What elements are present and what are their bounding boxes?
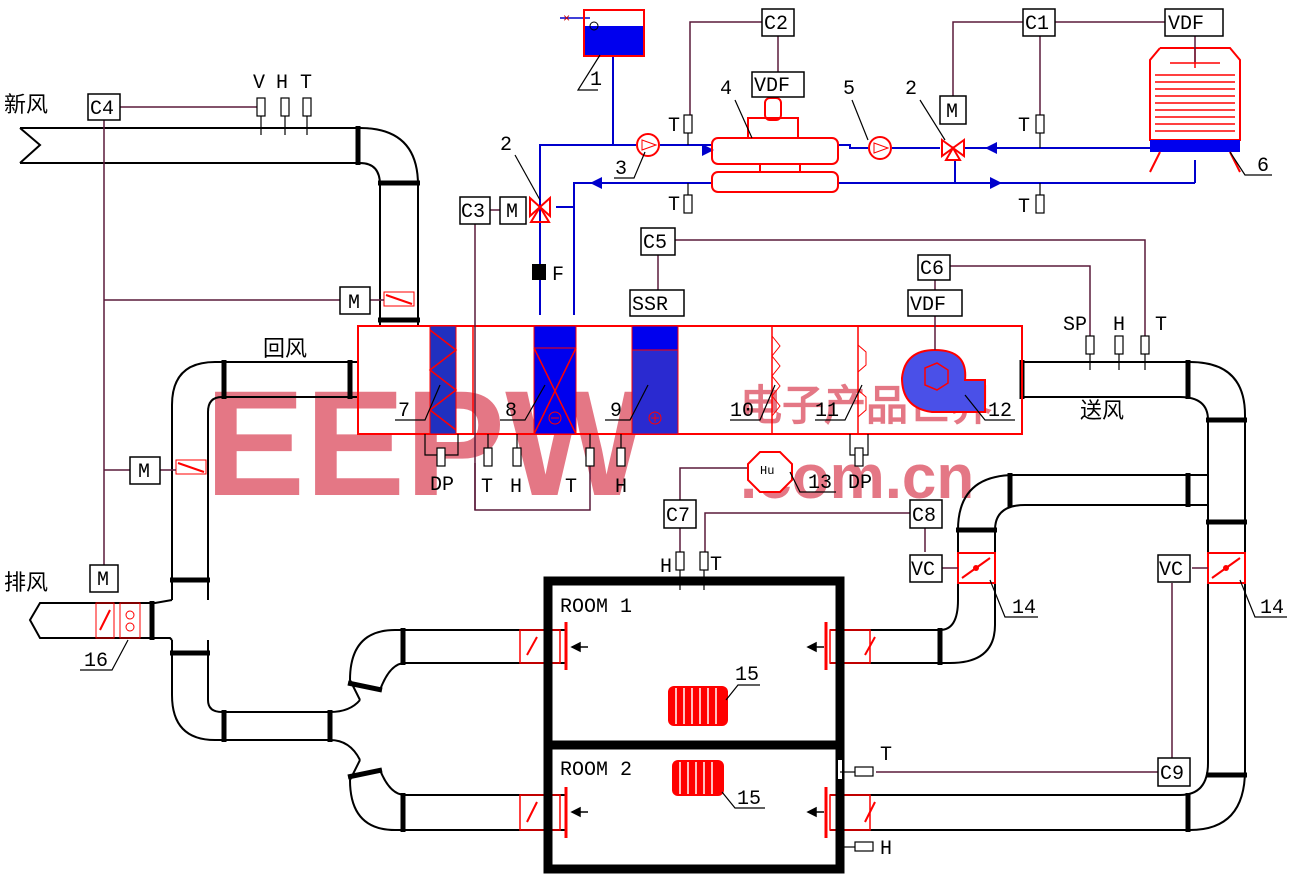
supply-air-label: 送风 <box>1080 399 1124 424</box>
sensor-t-mix: T <box>481 476 493 499</box>
callout-15-room1: 15 <box>735 664 759 687</box>
sensor-dp-fine-filter: DP <box>848 472 872 495</box>
c3-label: C3 <box>461 201 485 224</box>
three-way-valves <box>529 138 965 223</box>
callout-14-right: 14 <box>1260 597 1284 620</box>
air-handling-unit <box>357 316 1023 435</box>
c5-label: C5 <box>643 232 667 255</box>
vc-room1-label: VC <box>911 559 935 582</box>
callout-12: 12 <box>988 400 1012 423</box>
vdf-fan-label: VDF <box>910 294 946 317</box>
c7-label: C7 <box>666 505 690 528</box>
callout-8: 8 <box>505 400 517 423</box>
pumps <box>636 133 892 160</box>
m-return-damper-label: M <box>138 461 150 484</box>
sensor-t-return-water: T <box>668 194 680 217</box>
expansion-tank <box>583 9 645 57</box>
m-valve-right-label: M <box>946 101 958 124</box>
sensor-t-fresh: T <box>300 72 312 95</box>
vc-room2-label: VC <box>1159 559 1183 582</box>
c6-label: C6 <box>920 258 944 281</box>
callout-13: 13 <box>808 472 832 495</box>
room1-label: ROOM 1 <box>560 596 632 619</box>
fresh-air-label: 新风 <box>4 93 48 118</box>
sensor-h-room2: H <box>880 838 892 861</box>
dampers <box>95 291 415 639</box>
vdf-tower-label: VDF <box>1168 13 1204 36</box>
callout-14-left: 14 <box>1012 597 1036 620</box>
m-valve-left-label: M <box>506 201 518 224</box>
rooms <box>543 576 845 874</box>
sensor-h-supply: H <box>1113 314 1125 337</box>
sensors: V H T T T T T SP H T DP T H T H DP H T T… <box>253 72 1167 861</box>
m-fresh-damper-label: M <box>348 292 360 315</box>
supply-branch-room1 <box>830 473 1208 665</box>
sensor-h-mix: H <box>510 476 522 499</box>
water-pipes: × <box>539 12 1196 315</box>
fresh-air-duct <box>19 126 420 326</box>
vdf-chiller-label: VDF <box>754 75 790 98</box>
ssr-label: SSR <box>632 294 668 317</box>
c4-label: C4 <box>90 98 114 121</box>
sensor-t-supply: T <box>1155 314 1167 337</box>
control-wires <box>103 21 1208 773</box>
callout-9: 9 <box>610 400 622 423</box>
callouts: 1 2 3 4 5 2 6 7 8 9 10 11 12 13 14 14 15… <box>80 54 1287 811</box>
exhaust-air-label: 排风 <box>4 571 48 596</box>
sensor-h-fresh: H <box>276 72 288 95</box>
sensor-h-room1: H <box>660 556 672 579</box>
callout-10: 10 <box>730 400 754 423</box>
controllers: C4 C2 C1 C3 C5 C6 C7 C8 C9 VDF VDF VDF S… <box>87 8 1224 787</box>
sensor-t-room2: T <box>880 744 892 767</box>
sensor-t-coil: T <box>565 476 577 499</box>
m-exhaust-damper-label: M <box>97 569 109 592</box>
callout-1: 1 <box>590 69 602 92</box>
sensor-t-tower-out: T <box>1018 115 1030 138</box>
chiller-unit <box>711 95 839 193</box>
callout-4: 4 <box>720 78 732 101</box>
sensor-h-coil: H <box>615 476 627 499</box>
callout-15-room2: 15 <box>737 788 761 811</box>
c2-label: C2 <box>764 13 788 36</box>
hu-label: Hu <box>760 464 774 478</box>
sensor-sp: SP <box>1063 314 1087 337</box>
sensor-t-room1: T <box>710 554 722 577</box>
callout-5: 5 <box>843 78 855 101</box>
sensor-t-tower-in: T <box>1018 196 1030 219</box>
c1-label: C1 <box>1025 13 1049 36</box>
return-branch-ducts <box>170 628 565 832</box>
area-labels: 新风 回风 送风 排风 ROOM 1 ROOM 2 <box>4 93 1124 782</box>
c9-label: C9 <box>1160 763 1184 786</box>
callout-2-left: 2 <box>500 134 512 157</box>
watermark-big: EEPW <box>205 359 647 527</box>
callout-3: 3 <box>615 158 627 181</box>
sensor-dp-filter: DP <box>430 474 454 497</box>
return-air-duct <box>170 360 358 600</box>
cooling-tower <box>1149 47 1241 173</box>
f-label: F <box>552 264 564 287</box>
callout-16: 16 <box>84 650 108 673</box>
c8-label: C8 <box>912 505 936 528</box>
exhaust-duct <box>28 599 173 641</box>
watermark: EEPW 电子产品世界 .com.cn <box>205 359 992 527</box>
callout-6: 6 <box>1257 155 1269 178</box>
sensor-v-fresh: V <box>253 72 265 95</box>
room2-label: ROOM 2 <box>560 759 632 782</box>
callout-2-right: 2 <box>905 78 917 101</box>
return-air-label: 回风 <box>263 337 307 362</box>
svg-text:×: × <box>563 12 570 26</box>
sensor-t-supply-water: T <box>668 115 680 138</box>
callout-7: 7 <box>398 400 410 423</box>
callout-11: 11 <box>815 400 839 423</box>
